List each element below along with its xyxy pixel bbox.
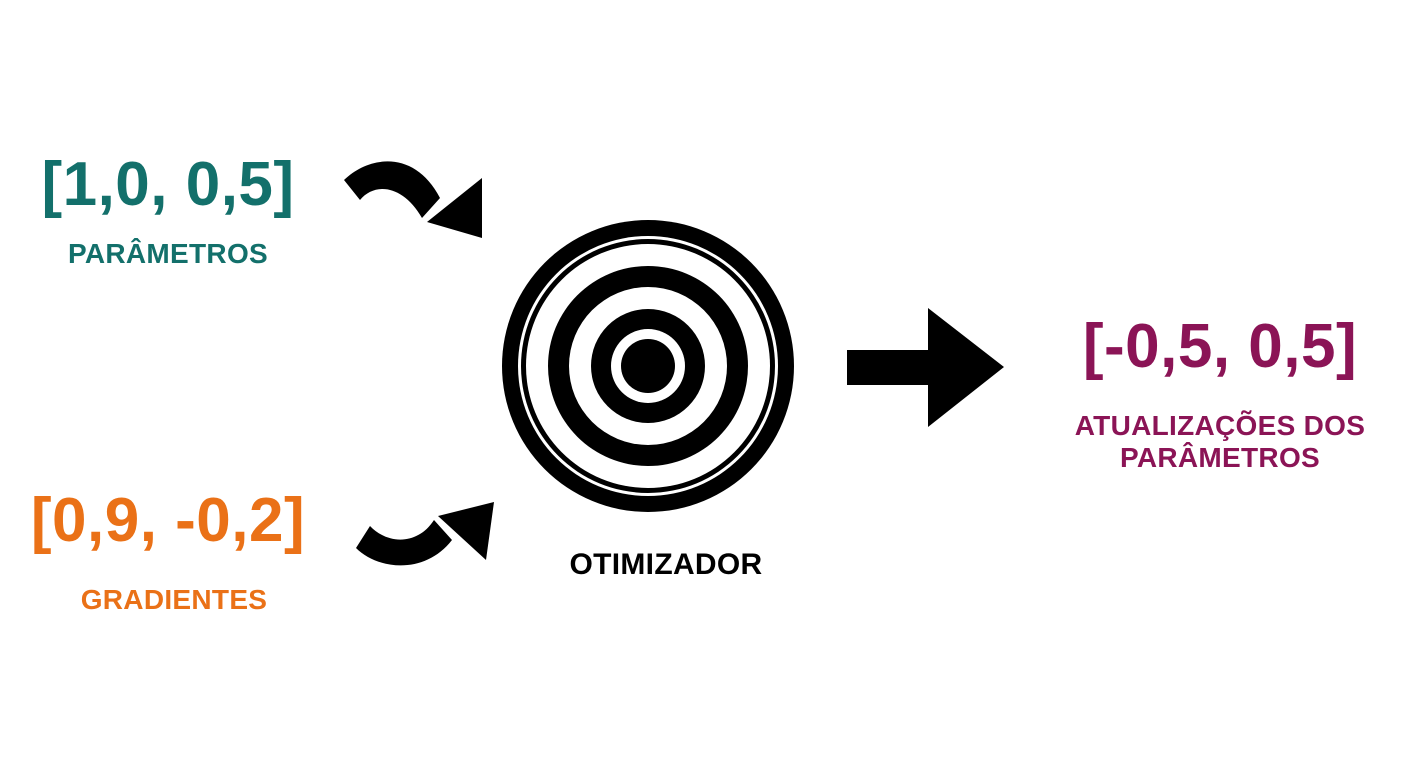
optimizer-label: OTIMIZADOR <box>569 548 763 581</box>
updates-label: ATUALIZAÇÕES DOS PARÂMETROS <box>1074 410 1366 474</box>
gradients-vector: [0,9, -0,2] <box>30 486 306 555</box>
parameters-label: PARÂMETROS <box>67 238 269 269</box>
curved-arrow-bottom-head <box>438 502 494 560</box>
parameters-vector: [1,0, 0,5] <box>41 150 295 219</box>
gradients-label: GRADIENTES <box>80 584 268 615</box>
curved-arrow-icon-top <box>344 161 482 238</box>
target-icon <box>502 220 794 512</box>
updates-vector: [-0,5, 0,5] <box>1082 312 1358 381</box>
curved-arrow-top-shaft <box>344 161 440 218</box>
curved-arrow-icon-bottom <box>356 502 494 566</box>
target-bullseye <box>621 339 675 393</box>
right-arrow-icon <box>847 308 1004 427</box>
curved-arrow-bottom-shaft <box>356 520 452 566</box>
right-arrow-shape <box>847 308 1004 427</box>
curved-arrow-top-head <box>427 178 482 238</box>
